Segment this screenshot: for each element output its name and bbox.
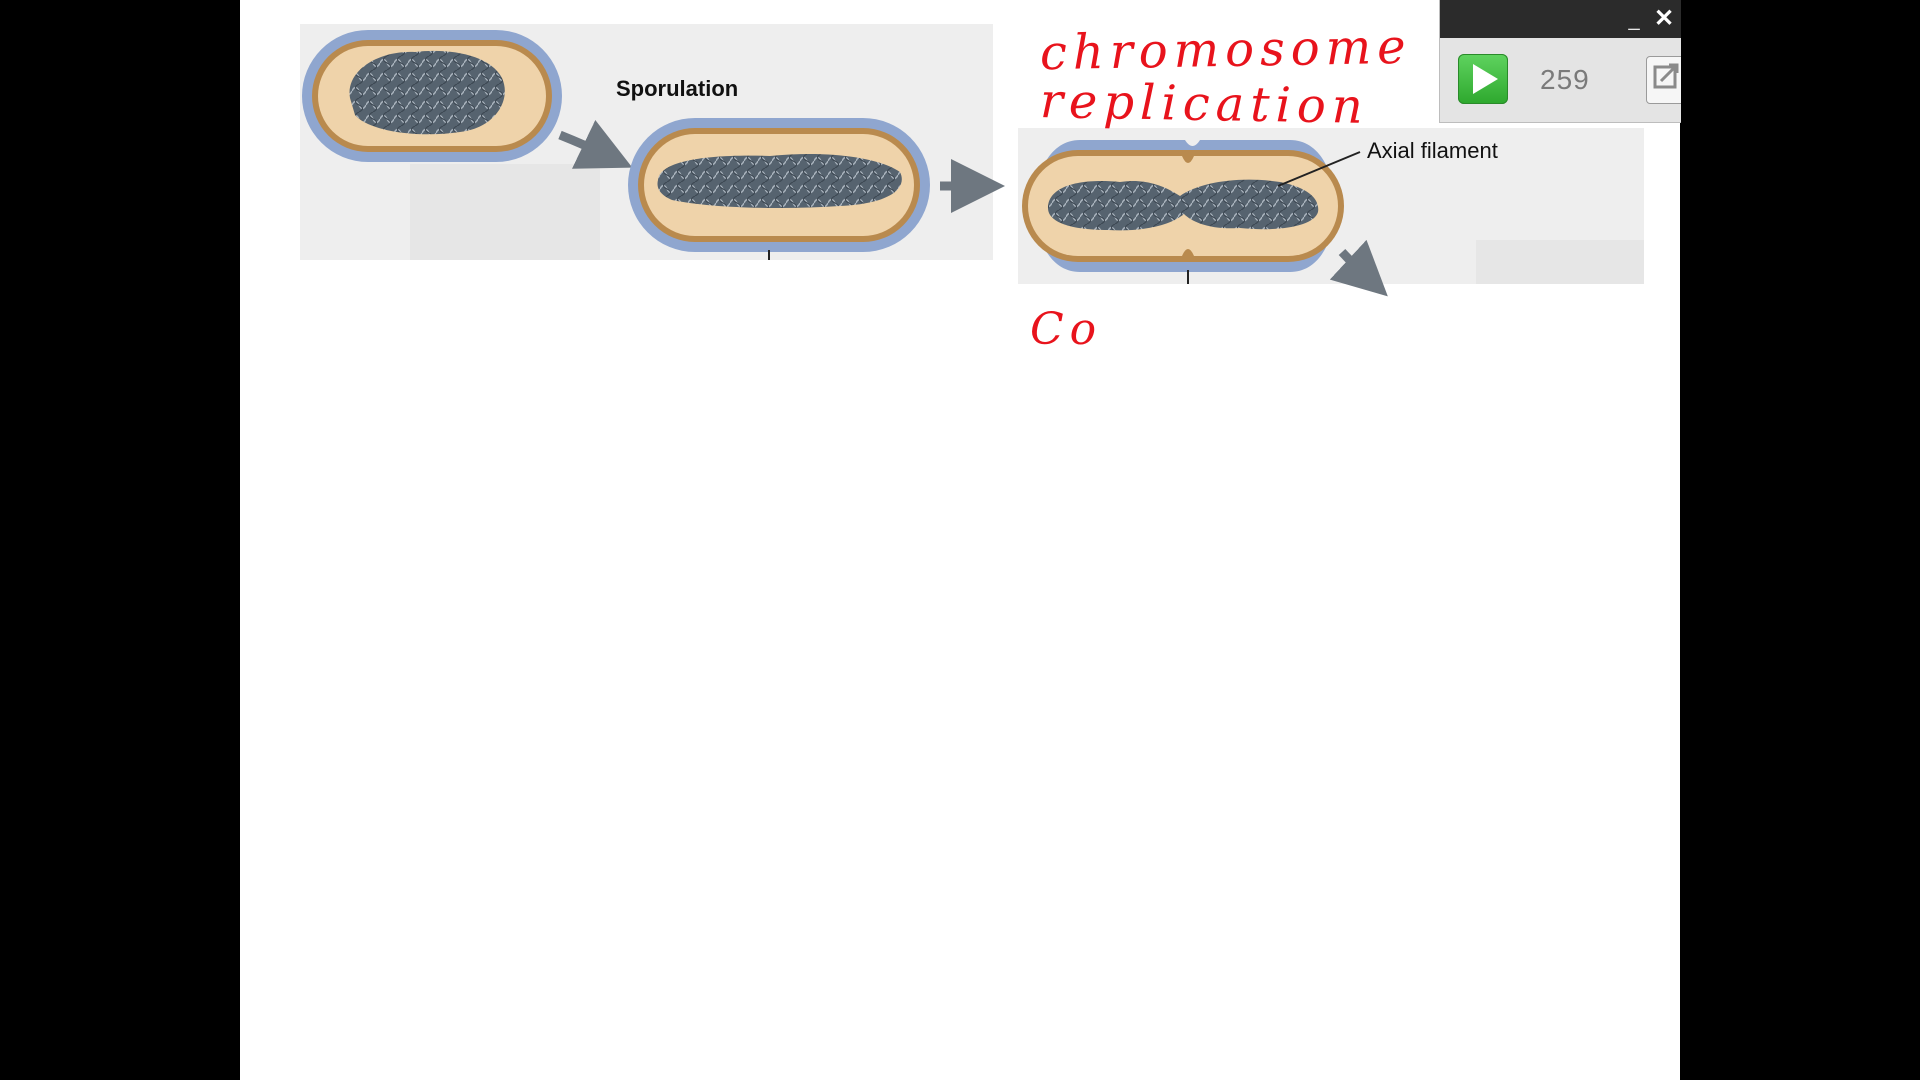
play-icon (1473, 64, 1498, 94)
handwritten-annotation-line2: replication (1039, 73, 1370, 135)
whiteboard-canvas[interactable]: Sporulation Axial filament chromosome re… (240, 0, 1680, 1080)
close-button[interactable]: ✕ (1653, 5, 1675, 32)
handwritten-annotation-line3: Co (1030, 304, 1103, 355)
toolbar-titlebar[interactable]: _ ✕ (1440, 0, 1681, 38)
resize-icon (1653, 63, 1679, 89)
axial-filament-label: Axial filament (1367, 138, 1498, 163)
resize-button[interactable] (1646, 56, 1681, 104)
frame-counter: 259 (1540, 64, 1590, 95)
panel-shade (410, 164, 600, 260)
diagram-panel-left (300, 24, 993, 260)
recording-toolbar: _ ✕ 259 (1439, 0, 1681, 123)
handwritten-annotation-line1: chromosome (1039, 18, 1412, 82)
panel-shade (1476, 240, 1644, 284)
minimize-button[interactable]: _ (1628, 9, 1640, 31)
play-button[interactable] (1458, 54, 1508, 104)
diagram-panel-right (1018, 128, 1644, 284)
sporulation-label: Sporulation (616, 76, 739, 101)
